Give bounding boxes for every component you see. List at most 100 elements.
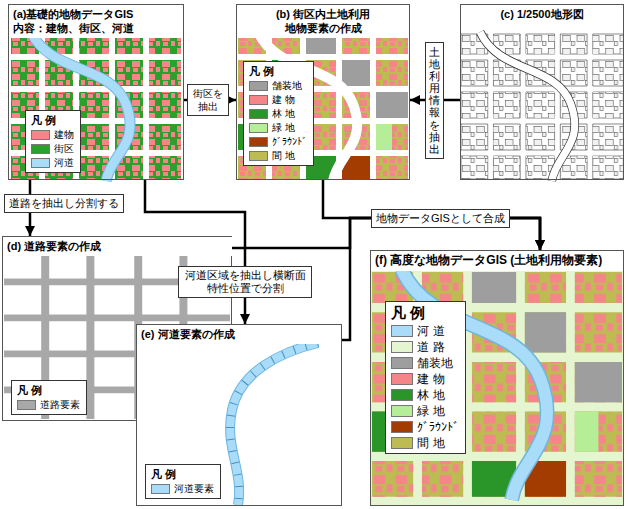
- panel-title-strip: (d) 道路要素の作成: [3, 237, 232, 256]
- legend-box: 凡 例河 道道 路舗装地建 物林 地緑 地 ｸﾞﾗｳﾝﾄﾞ 間 地: [385, 301, 466, 454]
- legend-text: 間 地: [272, 150, 295, 162]
- city-blocks: [11, 34, 181, 179]
- legend-item: 建物: [31, 129, 74, 141]
- legend-text: 林 地: [417, 388, 444, 402]
- panel-title-strip: (f) 高度な地物データGIS (土地利用物要素): [371, 251, 623, 271]
- map-panel: (e) 河道要素の作成凡 例河道要素: [136, 324, 342, 506]
- legend-heading: 凡 例: [17, 383, 80, 397]
- legend-text: 緑 地: [417, 404, 444, 418]
- river: [480, 32, 575, 181]
- panel-title: (a)基礎的地物データGIS: [13, 7, 179, 21]
- legend-item: 林 地: [249, 108, 307, 120]
- legend-swatch: [391, 437, 413, 449]
- legend-swatch: [249, 151, 268, 162]
- legend-swatch: [31, 158, 50, 169]
- basic-map: [11, 32, 181, 181]
- legend-box: 凡 例建物街区河道: [25, 110, 81, 173]
- edge-label: 河道区域を抽出し横断面特性位置で分割: [178, 266, 312, 298]
- edge-label: 街区を抽出: [187, 84, 229, 116]
- river: [480, 32, 575, 181]
- legend-item: 道 路: [391, 340, 459, 354]
- legend-item: 建 物: [249, 94, 307, 106]
- legend-item: 緑 地: [249, 122, 307, 134]
- buildings: [461, 34, 623, 179]
- legend-swatch: [249, 137, 268, 148]
- legend-text: 建 物: [272, 94, 295, 106]
- map-panel: (b) 街区内土地利用 地物要素の作成凡 例舗装地建 物林 地緑 地 ｸﾞﾗｳﾝﾄ…: [236, 4, 410, 180]
- flow-arrow: [323, 180, 540, 250]
- river-element: [230, 343, 318, 505]
- legend-swatch: [249, 95, 268, 106]
- legend-swatch: [391, 421, 413, 433]
- legend-swatch: [249, 109, 268, 120]
- legend-item: 河道: [31, 157, 74, 169]
- legend-text: 舗装地: [272, 80, 302, 92]
- legend-item: 林 地: [391, 388, 459, 402]
- legend-item: 道路要素: [17, 399, 80, 411]
- map-panel: (a)基礎的地物データGIS内容：建物、街区、河道凡 例建物街区河道: [8, 4, 184, 180]
- legend-swatch: [17, 400, 36, 411]
- legend-text: ｸﾞﾗｳﾝﾄﾞ: [272, 136, 307, 148]
- legend-heading: 凡 例: [249, 64, 307, 78]
- legend-item: ｸﾞﾗｳﾝﾄﾞ: [249, 136, 307, 148]
- legend-text: 河道要素: [174, 483, 214, 495]
- panel-ground: [136, 324, 342, 506]
- legend-text: 緑 地: [272, 122, 295, 134]
- roads: [371, 271, 623, 505]
- map-panel: (c) 1/2500地形図: [460, 4, 624, 180]
- legend-swatch: [391, 341, 413, 353]
- legend-heading: 凡 例: [391, 304, 459, 322]
- legend-item: 舗装地: [391, 356, 459, 370]
- legend-item: 舗装地: [249, 80, 307, 92]
- legend-item: 街区: [31, 143, 74, 155]
- legend-text: 河 道: [417, 324, 444, 338]
- panel-title-strip: (a)基礎的地物データGIS内容：建物、街区、河道: [9, 5, 183, 38]
- panel-title-strip: (c) 1/2500地形図: [461, 5, 623, 24]
- legend-text: 道路要素: [40, 399, 80, 411]
- buildings: [11, 34, 181, 179]
- panel-title: (f) 高度な地物データGIS (土地利用物要素): [375, 253, 619, 268]
- panel-title-strip: (b) 街区内土地利用 地物要素の作成: [237, 5, 409, 38]
- legend-box: 凡 例舗装地建 物林 地緑 地 ｸﾞﾗｳﾝﾄﾞ 間 地: [243, 61, 314, 166]
- legend-text: 建物: [54, 129, 74, 141]
- legend-box: 凡 例道路要素: [11, 380, 87, 415]
- river-section-marks: [230, 343, 318, 505]
- city-blocks: [238, 34, 408, 179]
- legend-item: 河道要素: [151, 483, 214, 495]
- topographic-map: [461, 32, 623, 181]
- legend-item: 緑 地: [391, 404, 459, 418]
- legend-text: 道 路: [417, 340, 444, 354]
- legend-swatch: [391, 373, 413, 385]
- city-blocks: [372, 272, 622, 497]
- panel-title: (d) 道路要素の作成: [7, 239, 228, 253]
- buildings: [372, 272, 622, 497]
- legend-text: 建 物: [417, 372, 444, 386]
- legend-swatch: [391, 405, 413, 417]
- landuse-map: [238, 32, 408, 181]
- map-panel: (f) 高度な地物データGIS (土地利用物要素) 凡 例河 道道 路舗装地建 物…: [370, 250, 624, 506]
- legend-swatch: [391, 389, 413, 401]
- legend-swatch: [249, 81, 268, 92]
- legend-item: 間 地: [249, 150, 307, 162]
- legend-heading: 凡 例: [31, 113, 74, 127]
- legend-swatch: [391, 325, 413, 337]
- legend-swatch: [249, 123, 268, 134]
- panel-title: 内容：建物、街区、河道: [13, 21, 179, 35]
- legend-heading: 凡 例: [151, 467, 214, 481]
- legend-text: ｸﾞﾗｳﾝﾄﾞ: [417, 420, 459, 434]
- panel-title: (e) 河道要素の作成: [141, 327, 337, 341]
- legend-item: ｸﾞﾗｳﾝﾄﾞ: [391, 420, 459, 434]
- buildings: [238, 34, 408, 179]
- legend-swatch: [151, 484, 170, 495]
- legend-item: 河 道: [391, 324, 459, 338]
- legend-text: 間 地: [417, 436, 444, 450]
- legend-swatch: [391, 357, 413, 369]
- legend-text: 街区: [54, 143, 74, 155]
- legend-item: 間 地: [391, 436, 459, 450]
- legend-box: 凡 例河道要素: [145, 464, 221, 499]
- panel-title: (b) 街区内土地利用 地物要素の作成: [263, 7, 383, 35]
- legend-text: 林 地: [272, 108, 295, 120]
- edge-label: 土地利用情報を抽出: [425, 42, 444, 159]
